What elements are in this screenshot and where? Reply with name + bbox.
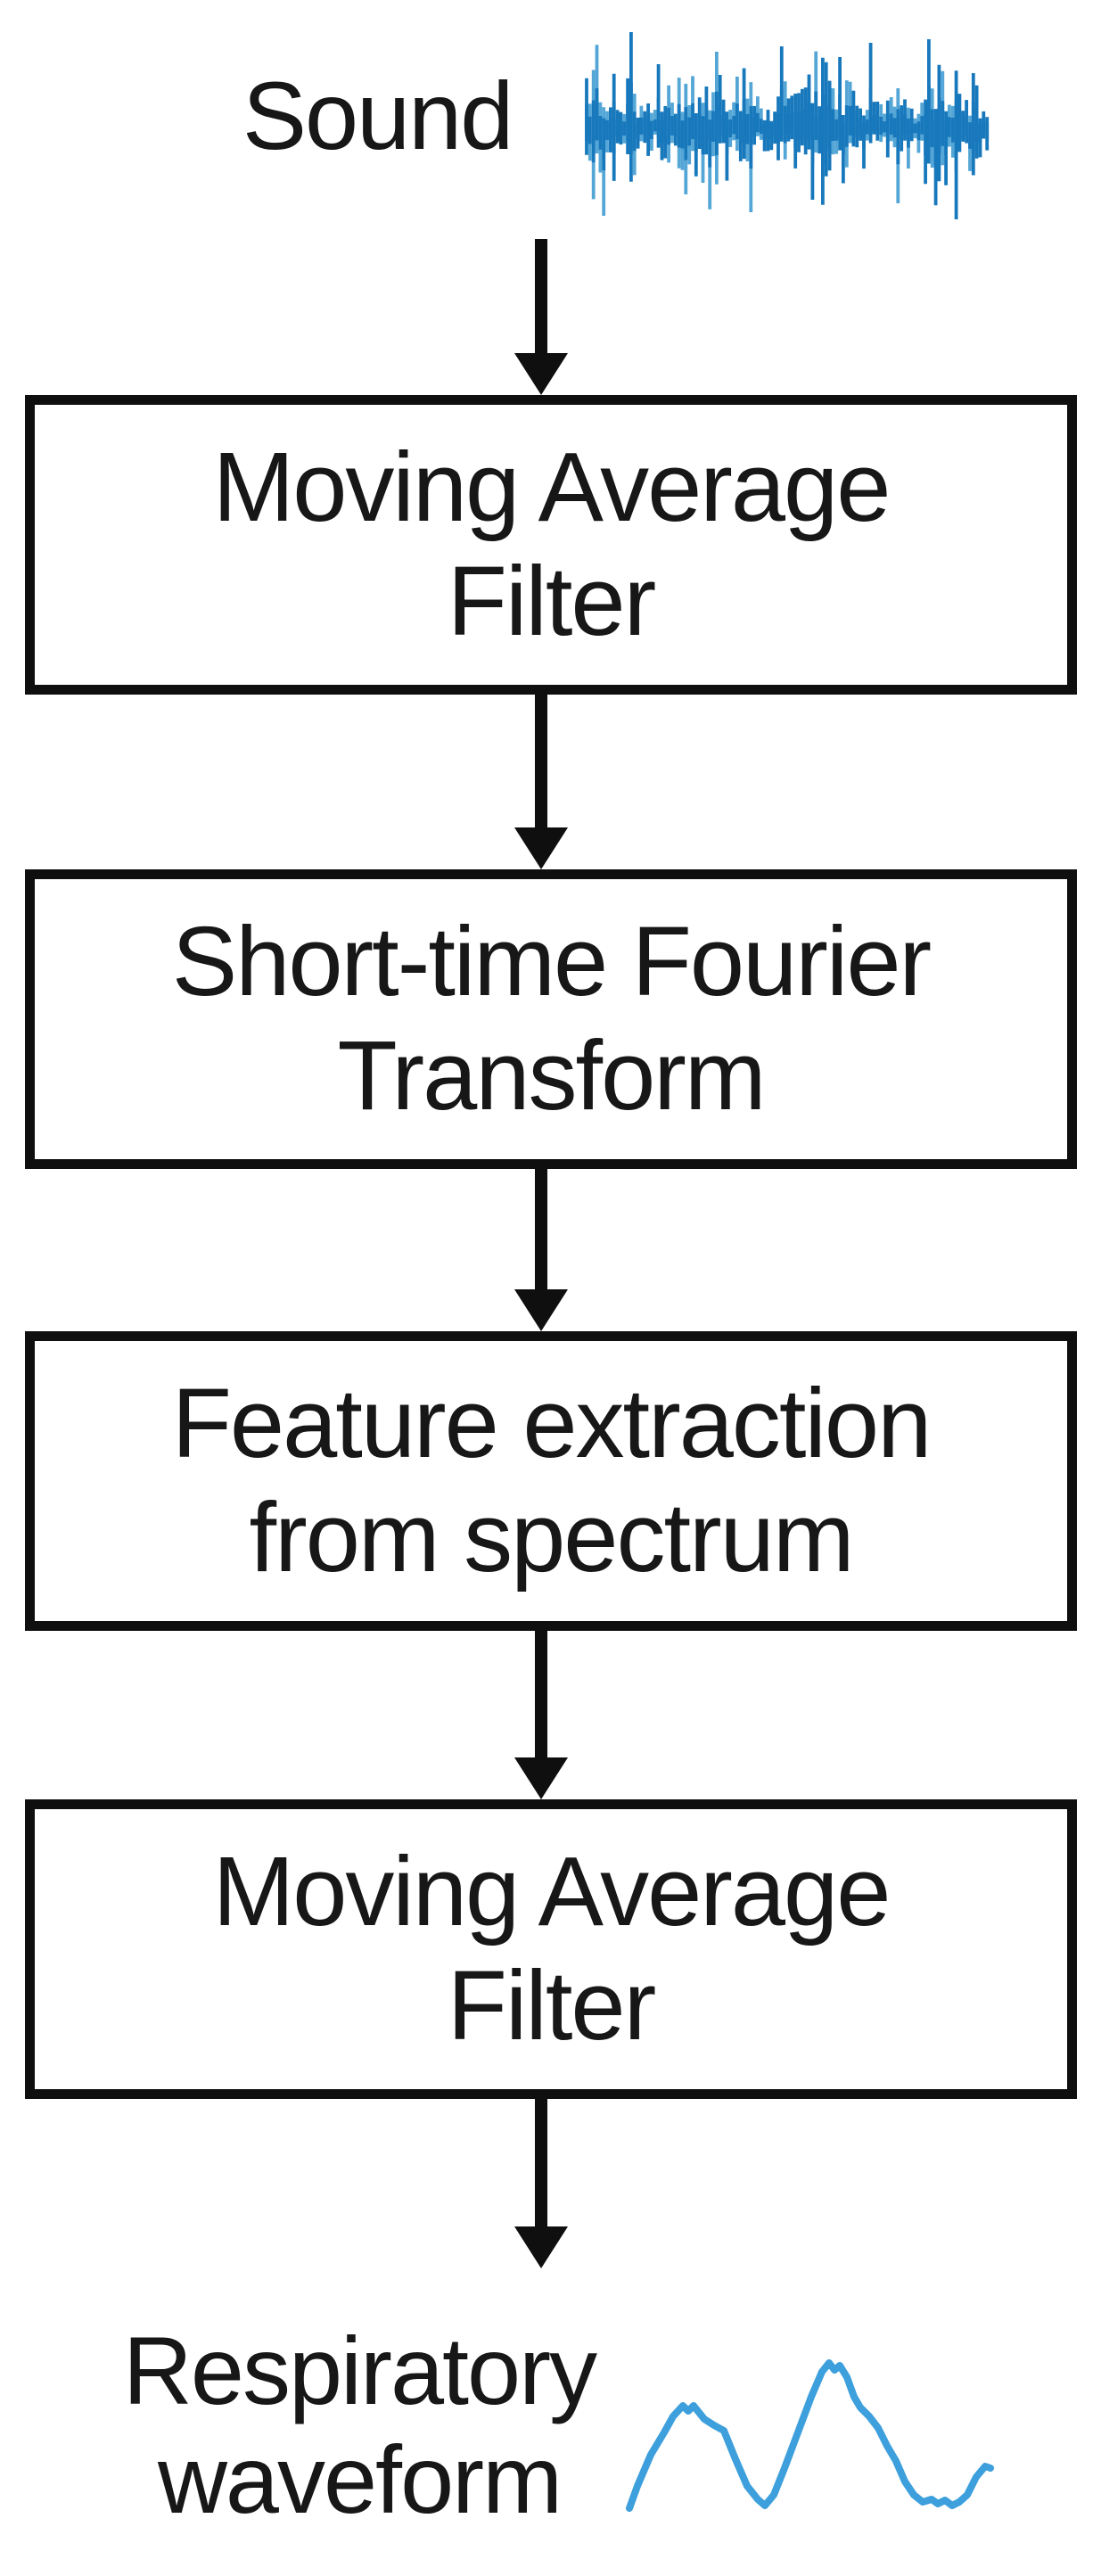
arrow-shaft	[535, 1169, 547, 1289]
arrow-shaft	[535, 2099, 547, 2226]
down-arrow-icon	[514, 2099, 568, 2268]
arrow-shaft	[535, 239, 547, 353]
output-label-line: Respiratory	[122, 2317, 597, 2424]
step-label-line: Moving Average	[212, 432, 891, 542]
respiratory-waveform-label: Respiratory waveform	[89, 2317, 629, 2534]
step-label-line: Filter	[447, 1951, 656, 2061]
arrow-head	[514, 353, 568, 395]
arrow-head	[514, 1757, 568, 1799]
arrow-head	[514, 827, 568, 869]
step-label-line: Moving Average	[212, 1837, 891, 1946]
step-label-line: Feature extraction	[171, 1369, 933, 1478]
step-label-line: Filter	[447, 547, 656, 656]
arrow-head	[514, 2226, 568, 2268]
arrow-head	[514, 1289, 568, 1331]
sound-label: Sound	[242, 62, 514, 169]
step-label-line: from spectrum	[249, 1483, 855, 1593]
step-box-moving-average-filter-1: Moving Average Filter	[25, 395, 1077, 695]
down-arrow-icon	[514, 1631, 568, 1799]
arrow-shaft	[535, 695, 547, 827]
respiratory-waveform-icon	[626, 2359, 994, 2512]
step-label-line: Transform	[337, 1021, 766, 1131]
step-box-short-time-fourier-transform: Short-time Fourier Transform	[25, 869, 1077, 1169]
down-arrow-icon	[514, 239, 568, 395]
down-arrow-icon	[514, 695, 568, 869]
down-arrow-icon	[514, 1169, 568, 1331]
step-box-feature-extraction: Feature extraction from spectrum	[25, 1331, 1077, 1631]
step-label-line: Short-time Fourier	[171, 907, 932, 1016]
output-label-line: waveform	[157, 2425, 563, 2533]
sound-waveform-icon	[585, 32, 990, 219]
step-box-moving-average-filter-2: Moving Average Filter	[25, 1799, 1077, 2099]
arrow-shaft	[535, 1631, 547, 1757]
